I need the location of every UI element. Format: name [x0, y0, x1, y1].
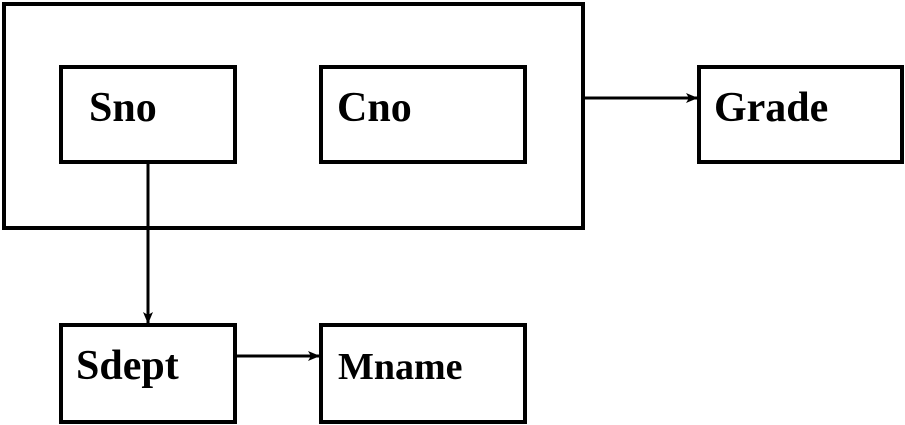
node-cno: Cno	[319, 65, 527, 164]
node-mname-label: Mname	[338, 346, 463, 388]
node-mname: Mname	[319, 323, 527, 424]
node-cno-label: Cno	[337, 85, 412, 131]
node-sdept-label: Sdept	[76, 343, 179, 389]
node-sno: Sno	[59, 65, 237, 164]
node-grade: Grade	[697, 65, 904, 164]
node-grade-label: Grade	[714, 85, 829, 131]
node-sdept: Sdept	[59, 323, 237, 424]
node-sno-label: Sno	[89, 85, 157, 131]
